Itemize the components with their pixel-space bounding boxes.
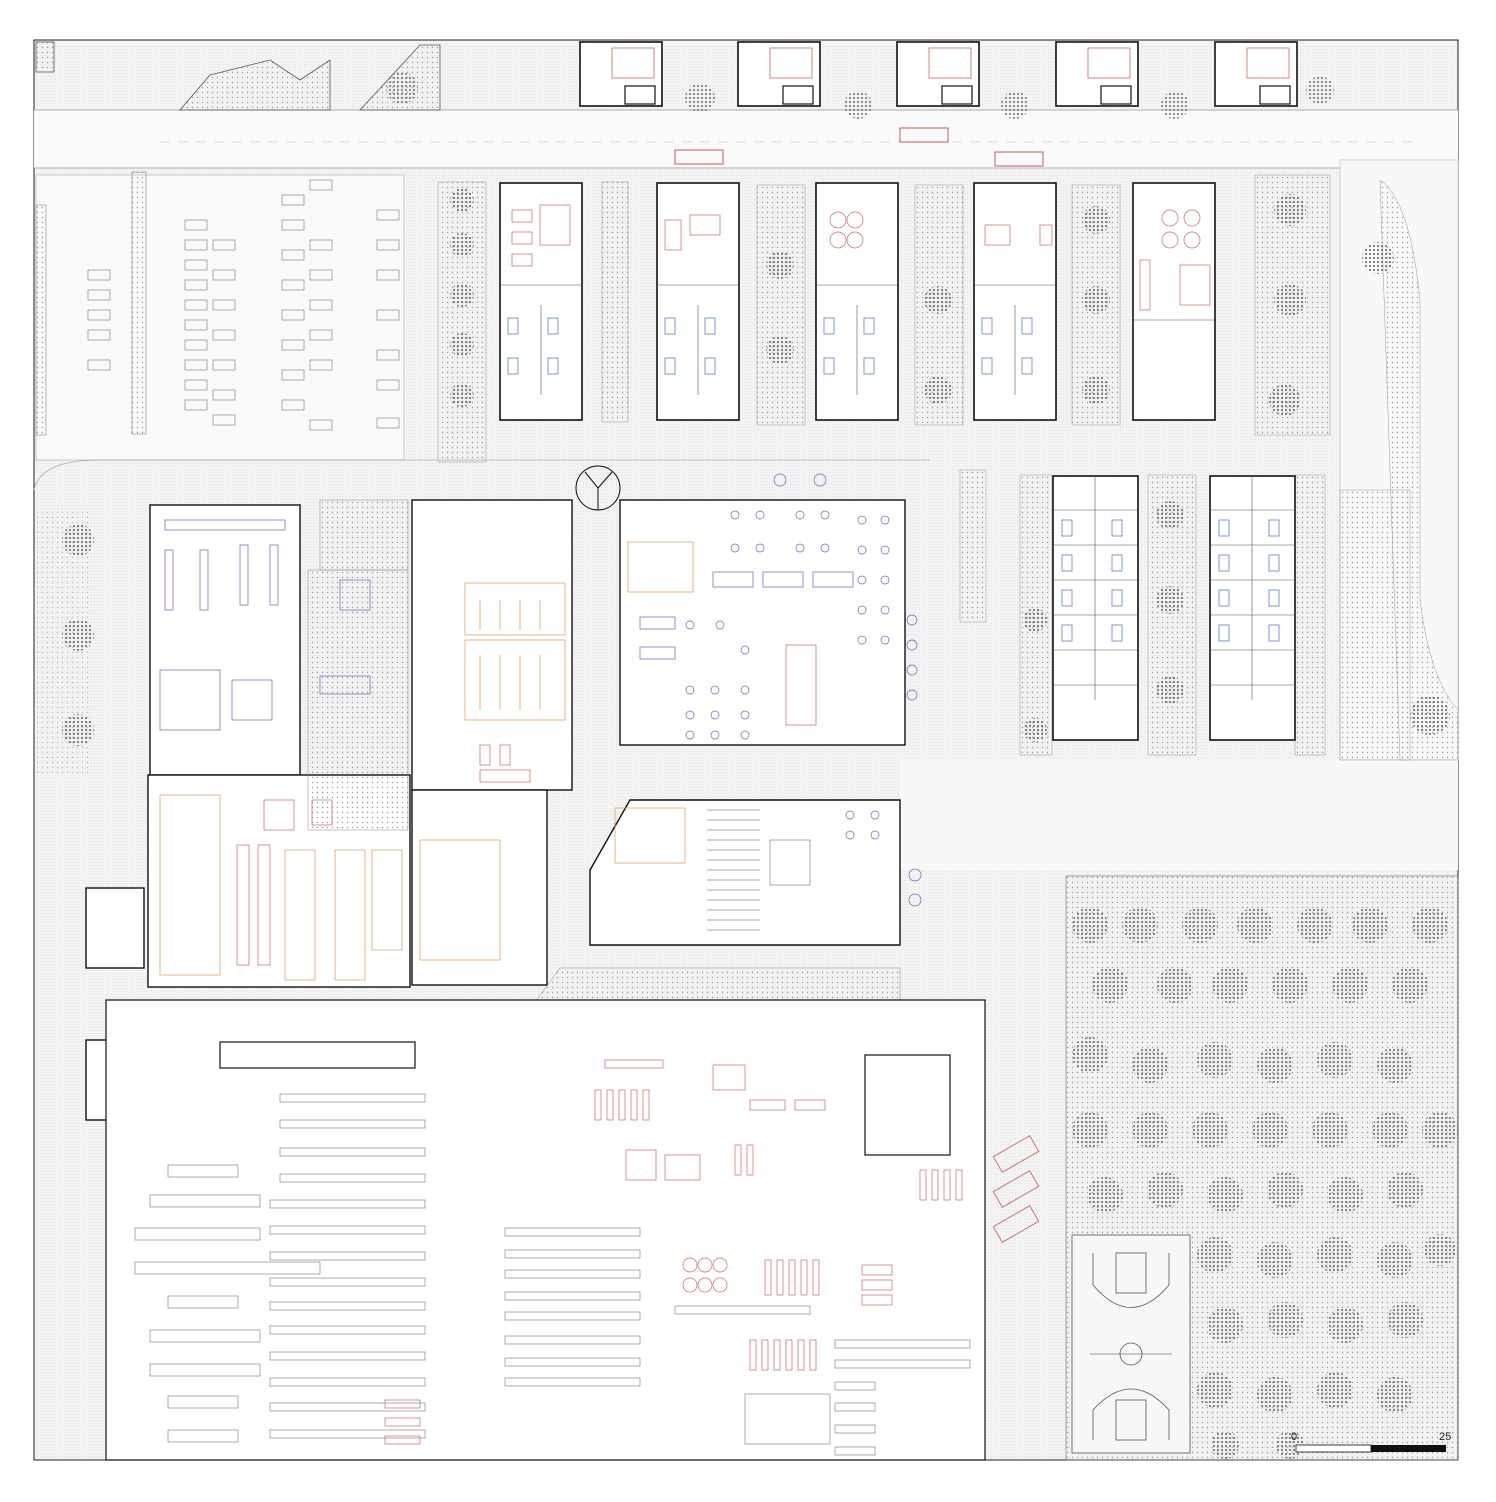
hall-building bbox=[619, 499, 906, 746]
roundabout bbox=[575, 465, 621, 511]
scale-bar-end-label: 25 bbox=[1439, 1431, 1452, 1443]
unit-block bbox=[1132, 182, 1216, 421]
parking-cars bbox=[87, 179, 400, 431]
market-hall bbox=[105, 999, 986, 1461]
gym-building bbox=[149, 504, 301, 776]
unit-block bbox=[1209, 475, 1296, 741]
market-stalls-red bbox=[384, 1059, 963, 1445]
upper-unit-furniture-red bbox=[511, 204, 1211, 311]
civic-complex bbox=[147, 499, 906, 988]
workshop-benches bbox=[236, 644, 817, 966]
auditorium-building bbox=[589, 799, 901, 946]
library-shelves bbox=[159, 541, 694, 981]
service-road bbox=[33, 459, 930, 491]
truck bbox=[674, 149, 724, 165]
cross-road bbox=[900, 760, 1458, 870]
scale-bar-start-label: 0 bbox=[1291, 1431, 1298, 1443]
west-strip bbox=[36, 510, 92, 775]
parking-lot bbox=[35, 171, 405, 461]
delivery-trucks bbox=[992, 1135, 1040, 1243]
cafe-tables bbox=[685, 510, 922, 907]
truck bbox=[994, 151, 1044, 167]
market-shelving bbox=[134, 1093, 971, 1456]
upper-unit-interiors bbox=[500, 284, 1215, 395]
scale-bar bbox=[1295, 1444, 1446, 1453]
auditorium-seating bbox=[707, 809, 811, 931]
gym-equipment bbox=[159, 473, 854, 731]
strip-trees bbox=[450, 188, 1450, 742]
library-building bbox=[411, 499, 573, 791]
truck bbox=[899, 127, 949, 143]
basketball-court bbox=[1071, 1234, 1191, 1454]
top-row-units bbox=[386, 41, 1334, 119]
upper-unit-beds-blue bbox=[507, 317, 1033, 375]
unit-block bbox=[1052, 475, 1139, 741]
main-road bbox=[34, 109, 1458, 169]
unit-block bbox=[579, 41, 663, 107]
classroom-building bbox=[411, 789, 548, 986]
